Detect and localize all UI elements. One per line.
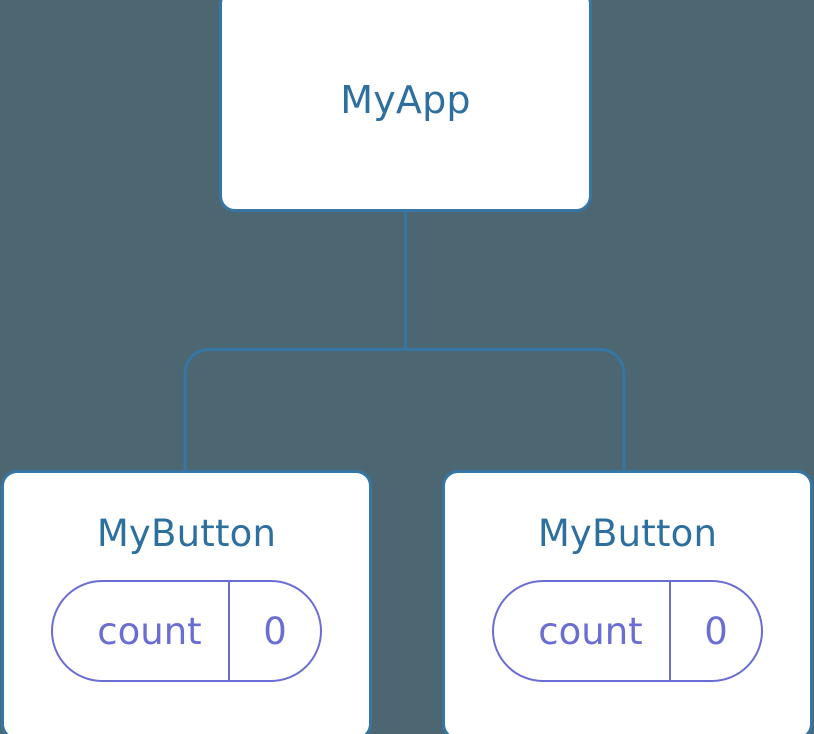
node-title-root: MyApp — [340, 78, 471, 122]
state-value-child-1: 0 — [228, 582, 320, 680]
state-pill-child-1[interactable]: count 0 — [51, 580, 322, 682]
node-title-child-2: MyButton — [537, 512, 718, 555]
state-value-child-2: 0 — [669, 582, 761, 680]
node-card-root[interactable]: MyApp — [219, 0, 592, 212]
node-title-child-1: MyButton — [96, 512, 277, 555]
connector-branch-right — [405, 348, 626, 472]
node-card-child-1[interactable]: MyButton count 0 — [1, 470, 372, 734]
state-key-child-2: count — [538, 609, 643, 653]
state-key-child-1: count — [97, 609, 202, 653]
node-card-child-2[interactable]: MyButton count 0 — [442, 470, 813, 734]
state-pill-child-2[interactable]: count 0 — [492, 580, 763, 682]
connector-branch-left — [183, 348, 406, 472]
